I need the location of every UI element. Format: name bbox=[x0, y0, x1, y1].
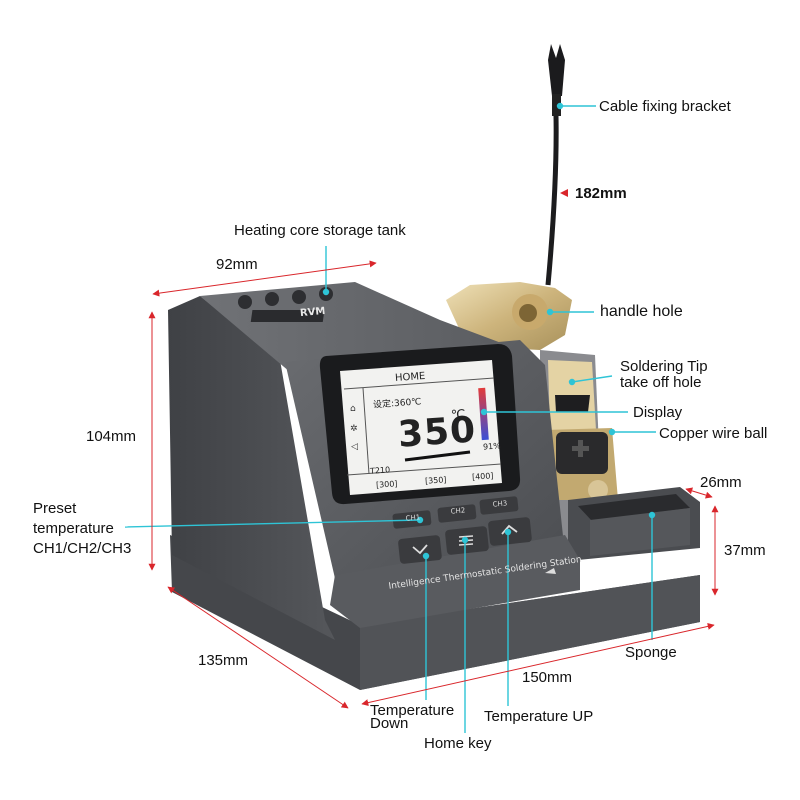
sponge-tray-part bbox=[568, 487, 700, 560]
label-handle-hole: handle hole bbox=[600, 303, 683, 320]
dim-cable-height: 182mm bbox=[575, 185, 627, 202]
screen-tip-model: T210 bbox=[369, 465, 391, 476]
speaker-icon: ◁ bbox=[351, 442, 358, 452]
label-soldering-tip-2: take off hole bbox=[620, 374, 702, 391]
label-preset-2: temperature bbox=[33, 520, 114, 537]
label-temperature-down-2: Down bbox=[370, 715, 409, 732]
label-display: Display bbox=[633, 404, 683, 421]
label-cable-fixing-bracket: Cable fixing bracket bbox=[599, 98, 731, 115]
cable-height-arrow bbox=[560, 189, 568, 197]
screen-header: HOME bbox=[394, 370, 426, 385]
dim-tray-width: 26mm bbox=[700, 474, 742, 491]
front-buttons bbox=[392, 496, 556, 574]
label-temperature-up: Temperature UP bbox=[484, 708, 594, 725]
label-soldering-tip-1: Soldering Tip bbox=[620, 358, 708, 375]
dim-tray-height: 37mm bbox=[724, 542, 766, 559]
screen-preset-3: [400] bbox=[471, 471, 494, 482]
home-icon: ⌂ bbox=[350, 404, 356, 414]
screen-power: 91% bbox=[482, 441, 502, 452]
label-temperature-down-1: Temperature bbox=[370, 702, 455, 719]
dim-height: 104mm bbox=[86, 428, 137, 445]
dim-width: 92mm bbox=[216, 256, 258, 273]
handle-holder-part bbox=[446, 282, 618, 545]
label-preset-1: Preset bbox=[33, 500, 77, 517]
gear-icon: ✲ bbox=[350, 424, 358, 434]
cable-fixing-bracket-part bbox=[545, 44, 565, 286]
brand-logo: RVM bbox=[299, 305, 326, 320]
display-screen bbox=[319, 344, 521, 505]
dim-length: 150mm bbox=[522, 669, 573, 686]
screen-unit: ℃ bbox=[450, 407, 467, 424]
label-sponge: Sponge bbox=[625, 644, 677, 661]
dim-depth: 135mm bbox=[198, 652, 249, 669]
label-preset-3: CH1/CH2/CH3 bbox=[33, 540, 132, 557]
screen-preset-1: [300] bbox=[375, 479, 398, 490]
dimension-arrows bbox=[148, 260, 719, 709]
label-copper-wire-ball: Copper wire ball bbox=[659, 425, 768, 442]
screen-preset-2: [350] bbox=[424, 475, 447, 486]
label-heating-core-storage-tank: Heating core storage tank bbox=[234, 222, 406, 239]
label-home-key: Home key bbox=[424, 735, 492, 752]
